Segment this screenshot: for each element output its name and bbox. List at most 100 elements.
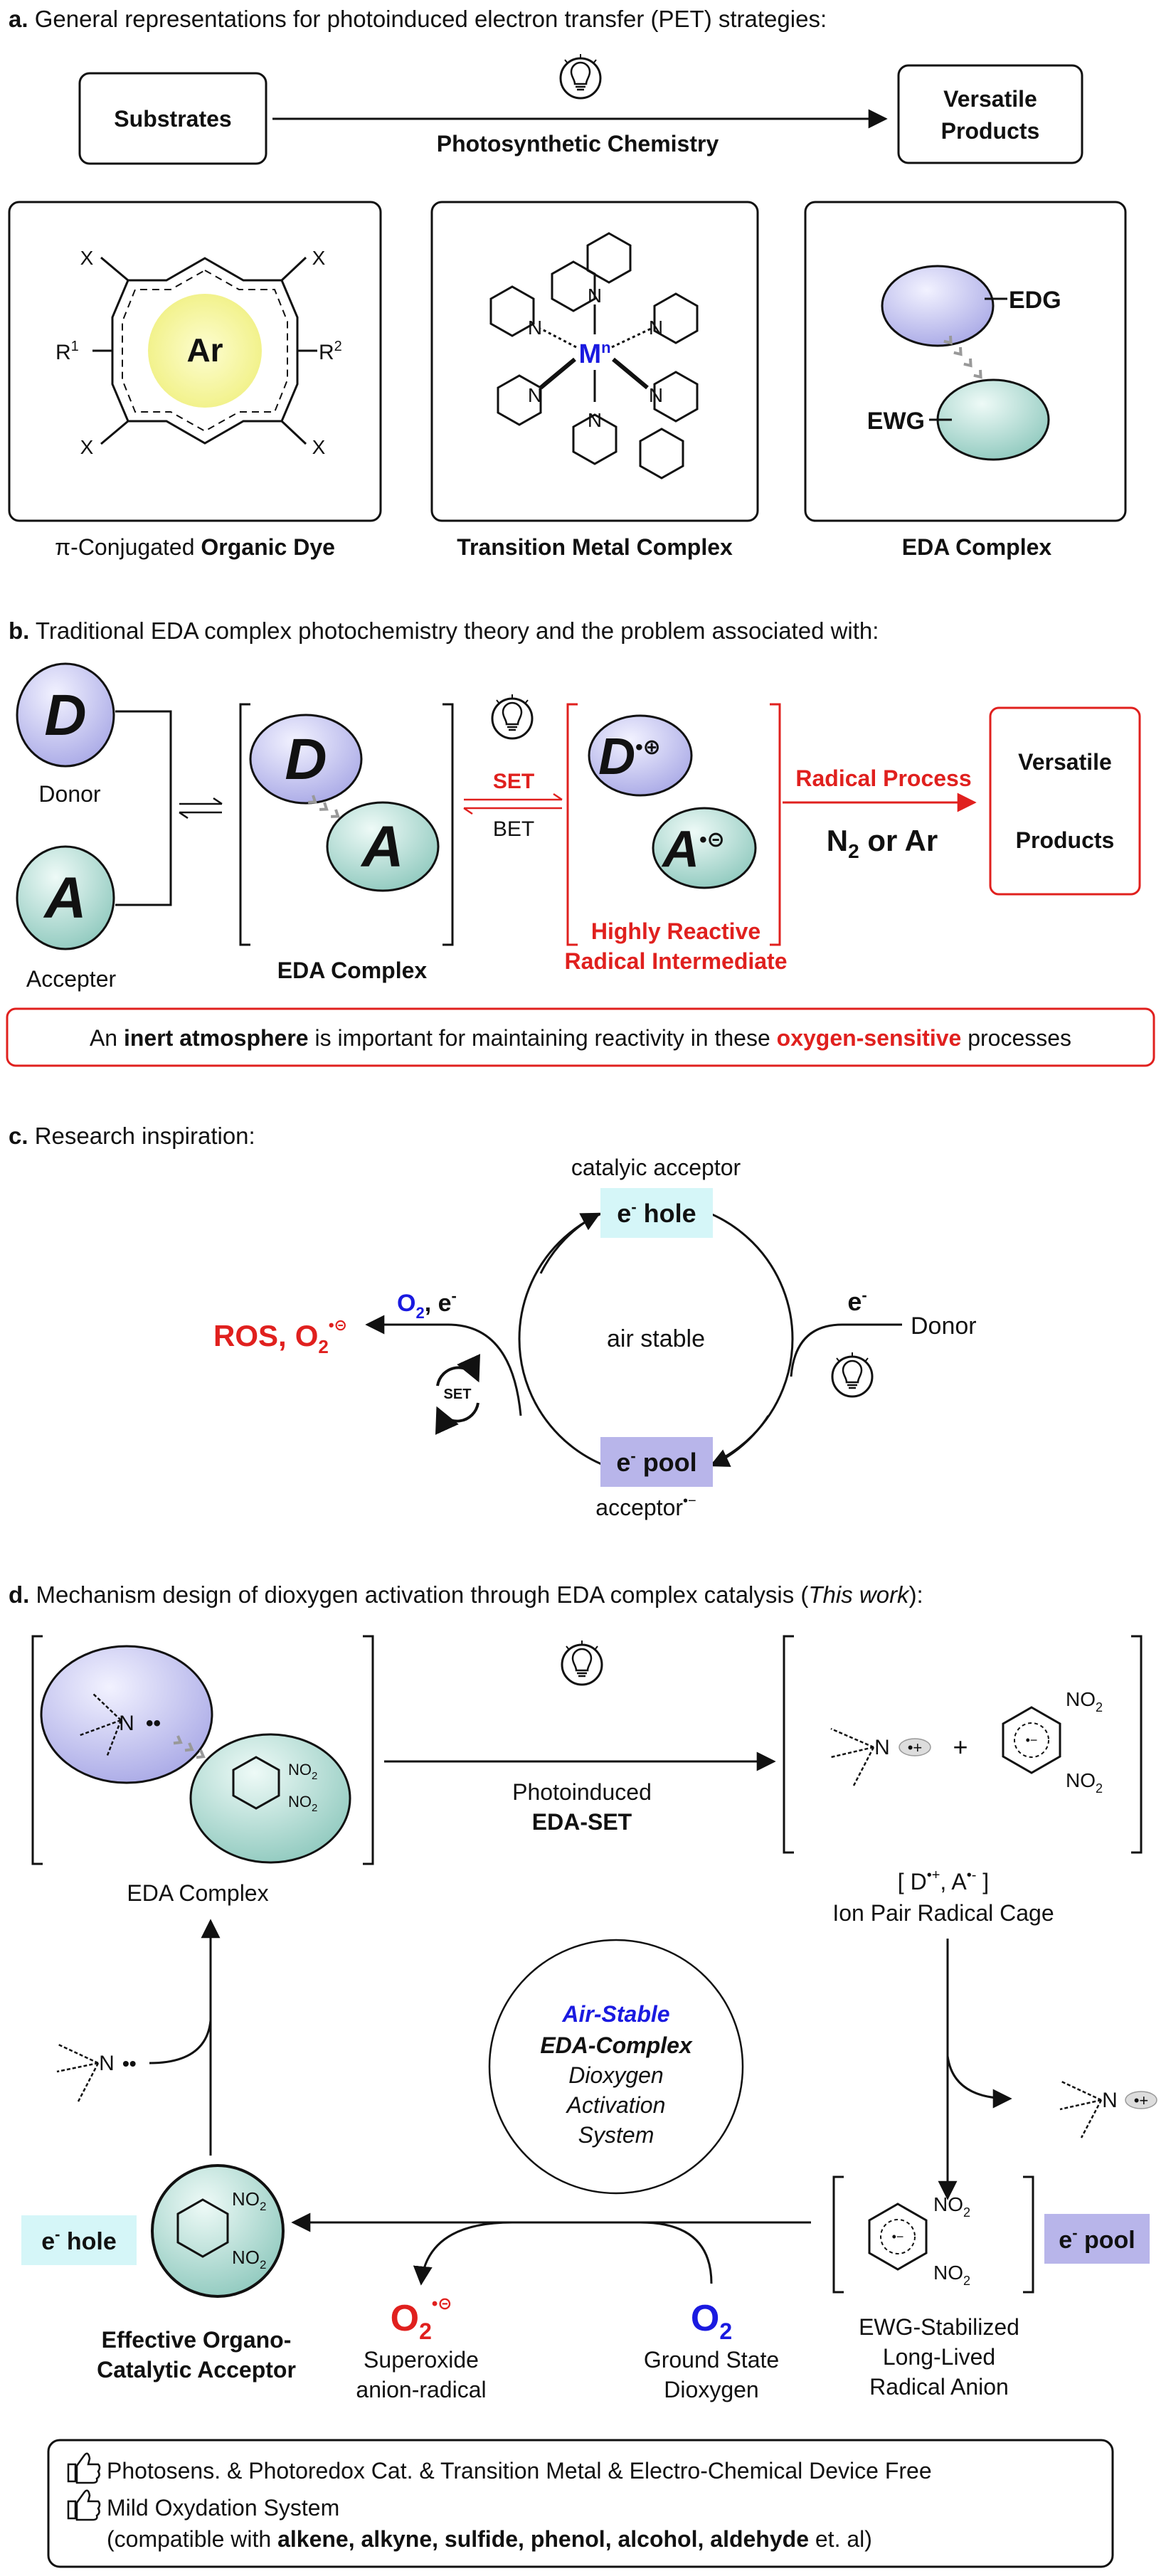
d-hole-e-sup: - — [55, 2225, 60, 2243]
acceptor-radical-label: acceptor — [595, 1495, 683, 1520]
panel-b-heading: Traditional EDA complex photochemistry t… — [36, 618, 879, 644]
svg-text:NO2: NO2 — [288, 1761, 317, 1782]
metal-symbol: M — [578, 339, 601, 369]
light-bulb-icon-c — [831, 1351, 874, 1398]
photo-label-2: EDA-SET — [532, 1809, 632, 1835]
bet-label: BET — [493, 817, 534, 841]
donor-ellipse — [881, 265, 995, 347]
dye-r1-sup: 1 — [71, 339, 79, 354]
ion-pair-bracket-left — [783, 1635, 794, 1854]
o2-label-2: Dioxygen — [664, 2377, 758, 2402]
cycle-1: Air-Stable — [561, 2001, 669, 2027]
c-e-sup: - — [631, 1198, 636, 1216]
radical-donor-letter: D — [598, 728, 635, 785]
ion-no2-1-sub: 2 — [1096, 1700, 1103, 1714]
dye-r2: R — [319, 341, 334, 364]
eda-caption: EDA Complex — [902, 534, 1052, 560]
donor-sphere — [16, 662, 115, 768]
d-superoxide: O — [391, 2298, 419, 2339]
light-bulb-icon-b — [491, 693, 534, 740]
svg-text:NO2: NO2 — [232, 2247, 266, 2272]
d-amine-bonds — [78, 1692, 122, 1758]
svg-text:c. Research inspiration:: c. Research inspiration: — [9, 1123, 255, 1149]
c-donor-label: Donor — [911, 1313, 977, 1340]
note-prefix: An — [90, 1025, 117, 1051]
c-e: e — [617, 1199, 631, 1228]
aromatic-core-glow — [148, 294, 262, 408]
d-o2-sub: 2 — [719, 2318, 732, 2344]
superoxide-label-1: Superoxide — [364, 2347, 479, 2373]
radical-bracket-right — [770, 703, 781, 946]
ewg-label: EWG — [867, 408, 925, 435]
summary-bullet-3-suffix: et. al) — [815, 2526, 872, 2552]
svg-text:•−: •− — [1026, 1733, 1038, 1747]
d-pool-e: e — [1059, 2227, 1072, 2254]
superoxide-out-arrow — [413, 2221, 513, 2286]
c-donor-e: e — [847, 1287, 862, 1316]
panel-d-letter: d. — [9, 1581, 29, 1608]
d-acceptor-ellipse — [189, 1733, 351, 1864]
d-donor-ellipse — [40, 1645, 213, 1784]
cat-no2-2: NO — [232, 2247, 260, 2268]
anion-ring — [868, 2203, 928, 2271]
svg-text:e- pool: e- pool — [1059, 2224, 1135, 2254]
inert-atmosphere-note — [6, 1007, 1155, 1067]
c-set-label: SET — [444, 1387, 472, 1402]
svg-text:d. Mechanism design of dioxyge: d. Mechanism design of dioxygen activati… — [9, 1581, 923, 1608]
acceptor-sphere — [16, 845, 115, 950]
n-label-right-top: N — [649, 317, 663, 339]
c-e2: e — [616, 1448, 630, 1477]
anion-no2-1: NO — [933, 2193, 963, 2215]
svg-text:•+: •+ — [1134, 2092, 1149, 2109]
ion-pair-bracket-right — [1131, 1635, 1143, 1854]
d-eda-bracket-right — [363, 1635, 374, 1865]
c-hole: hole — [644, 1199, 696, 1228]
anion-no2-2: NO — [933, 2262, 963, 2284]
c-o2-suffix: , e — [425, 1290, 452, 1317]
o2-in-arrow — [640, 2221, 713, 2284]
ion-pair-n: N — [874, 1736, 890, 1759]
panel-d: d. Mechanism design of dioxygen activati… — [9, 1581, 1157, 2568]
donor-addition-arrow — [149, 2020, 212, 2064]
thumbs-up-icon-2 — [67, 2489, 101, 2521]
anion-bracket-right — [1023, 2175, 1034, 2294]
incoming-amine-bonds — [56, 2042, 100, 2102]
svg-text:NO2: NO2 — [1066, 1688, 1103, 1714]
eda-bracket-left — [239, 703, 250, 946]
cat-no2-1-sub: 2 — [260, 2200, 266, 2213]
dye-x-3: X — [80, 436, 94, 458]
d-eda-complex-label: EDA Complex — [127, 1880, 268, 1906]
acceptor-radical-sup: •− — [683, 1493, 696, 1509]
acceptor-caption-2: Catalytic Acceptor — [97, 2357, 296, 2382]
o2-label-1: Ground State — [644, 2347, 779, 2373]
svg-text:N2 or Ar: N2 or Ar — [827, 824, 938, 862]
traditional-products-box — [989, 706, 1141, 896]
ion-no2-2-sub: 2 — [1096, 1781, 1103, 1796]
summary-bullet-2: Mild Oxydation System — [107, 2495, 339, 2521]
svg-text:O2•⊝: O2•⊝ — [391, 2294, 452, 2344]
c-donor-e-sup: - — [862, 1286, 866, 1304]
dye-r2-sup: 2 — [334, 339, 342, 354]
svg-text:A•⊝: A•⊝ — [661, 821, 725, 878]
anion-bracket-left — [832, 2175, 844, 2294]
eda-acceptor-letter: A — [360, 815, 403, 879]
ion-formula-end: ] — [982, 1869, 989, 1894]
substrates-label: Substrates — [114, 106, 231, 132]
air-stable-label: air stable — [607, 1325, 705, 1352]
ion-no2-2: NO — [1066, 1769, 1096, 1791]
d-superoxide-sup: •⊝ — [432, 2294, 452, 2313]
note-suffix: processes — [968, 1025, 1071, 1051]
atmosphere-n-sub: 2 — [848, 840, 859, 862]
substrates-box — [78, 72, 267, 165]
photo-label-1: Photoinduced — [512, 1779, 652, 1805]
n-label-top: N — [588, 285, 602, 307]
svg-text:D•⊕: D•⊕ — [598, 728, 661, 785]
ion-formula-mid: , A — [940, 1869, 967, 1894]
dye-r1: R — [55, 341, 71, 364]
panel-a-heading: General representations for photoinduced… — [35, 6, 827, 32]
note-red: oxygen-sensitive — [777, 1025, 962, 1051]
catalytic-acceptor-label: catalyic acceptor — [571, 1155, 741, 1180]
summary-bullet-3-bold: alkene, alkyne, sulfide, phenol, alcohol… — [277, 2526, 809, 2552]
equilibrium-arrows — [179, 797, 223, 820]
summary-bullet-3-prefix: (compatible with — [107, 2526, 271, 2552]
